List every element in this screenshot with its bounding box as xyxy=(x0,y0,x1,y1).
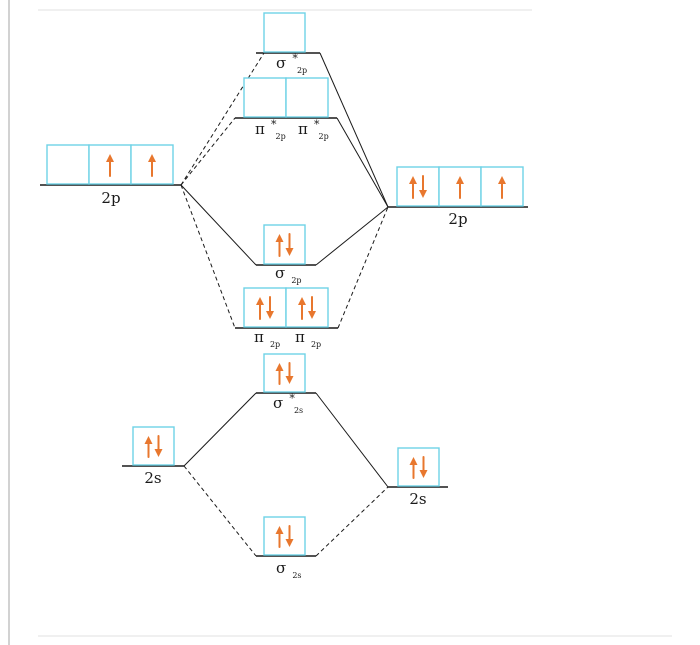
orbital-box-pi2p-star-1 xyxy=(243,77,287,118)
electron-up-arrow-icon xyxy=(144,436,153,458)
electron-up-arrow-icon xyxy=(275,526,284,548)
label-sigma2p-star: σ * 2p xyxy=(276,47,307,75)
labels: 2p 2p 2s 2s σ * 2p π * 2p π * 2p σ 2p π … xyxy=(101,47,467,580)
electron-down-arrow-icon xyxy=(419,456,428,478)
orbital-box-left-2p-2 xyxy=(88,144,132,185)
label-right-2p: 2p xyxy=(448,210,467,228)
electron-up-arrow-icon xyxy=(298,297,306,320)
electron-up-arrow-icon xyxy=(256,297,264,320)
electron-down-arrow-icon xyxy=(285,233,294,256)
corr-pi2p-right2p xyxy=(337,206,389,329)
electron-up-arrow-icon xyxy=(148,154,156,177)
orbital-box-left-2s-1 xyxy=(132,426,175,466)
corr-left2p-pi2pstar xyxy=(180,117,236,186)
orbital-box-sigma2p-1 xyxy=(263,224,306,265)
orbital-box-pi2p-2 xyxy=(285,287,329,328)
label-pi2p-star-a: π * 2p xyxy=(255,113,286,141)
label-sigma2s-star: σ * 2s xyxy=(273,387,303,415)
orbital-box-pi2p-1 xyxy=(243,287,287,328)
corr-sigma2sstar-right2s xyxy=(315,392,389,488)
electron-down-arrow-icon xyxy=(419,175,427,198)
electron-up-arrow-icon xyxy=(275,363,284,385)
electron-down-arrow-icon xyxy=(154,435,163,457)
label-pi2p-b: π 2p xyxy=(295,327,321,349)
electron-up-arrow-icon xyxy=(498,176,506,199)
electron-down-arrow-icon xyxy=(285,362,294,384)
label-sigma2p: σ 2p xyxy=(275,263,302,285)
corr-left2s-sigma2sstar xyxy=(183,392,257,467)
electron-up-arrow-icon xyxy=(275,234,284,257)
orbital-box-right-2p-2 xyxy=(438,166,482,207)
electron-up-arrow-icon xyxy=(409,457,418,479)
corr-sigma2p-right2p xyxy=(315,206,389,266)
correlation-lines-2p xyxy=(180,52,389,329)
electron-up-arrow-icon xyxy=(456,176,464,199)
electron-up-arrow-icon xyxy=(409,176,417,199)
corr-sigma2s-right2s xyxy=(315,486,389,557)
energy-levels xyxy=(40,52,528,557)
orbital-box-sigma2s-1 xyxy=(263,516,306,556)
corr-left2p-sigma2pstar xyxy=(180,52,265,186)
orbital-box-sigma2p-star-1 xyxy=(263,12,306,53)
orbital-box-left-2p-3 xyxy=(130,144,174,185)
orbital-box-right-2p-3 xyxy=(480,166,524,207)
corr-pi2pstar-right2p xyxy=(336,117,389,208)
orbital-box-right-2s-1 xyxy=(397,447,440,487)
label-sigma2s: σ 2s xyxy=(276,558,302,580)
label-left-2p: 2p xyxy=(101,189,120,207)
electron-down-arrow-icon xyxy=(266,296,274,319)
orbital-box-right-2p-1 xyxy=(396,166,440,207)
label-pi2p-star-b: π * 2p xyxy=(298,113,329,141)
electron-up-arrow-icon xyxy=(106,154,114,177)
corr-left2s-sigma2s xyxy=(183,465,257,557)
electron-down-arrow-icon xyxy=(285,525,294,547)
correlation-lines-2s xyxy=(183,392,389,557)
orbital-box-pi2p-star-2 xyxy=(285,77,329,118)
corr-left2p-pi2p xyxy=(180,184,236,329)
corr-left2p-sigma2p xyxy=(180,184,257,266)
label-left-2s: 2s xyxy=(144,469,161,487)
orbital-box-left-2p-1 xyxy=(46,144,90,185)
electron-down-arrow-icon xyxy=(308,296,316,319)
label-right-2s: 2s xyxy=(409,490,426,508)
orbital-boxes xyxy=(46,12,524,556)
label-pi2p-a: π 2p xyxy=(254,327,280,349)
orbital-box-sigma2s-star-1 xyxy=(263,353,306,393)
corr-sigma2pstar-right2p xyxy=(319,52,389,208)
